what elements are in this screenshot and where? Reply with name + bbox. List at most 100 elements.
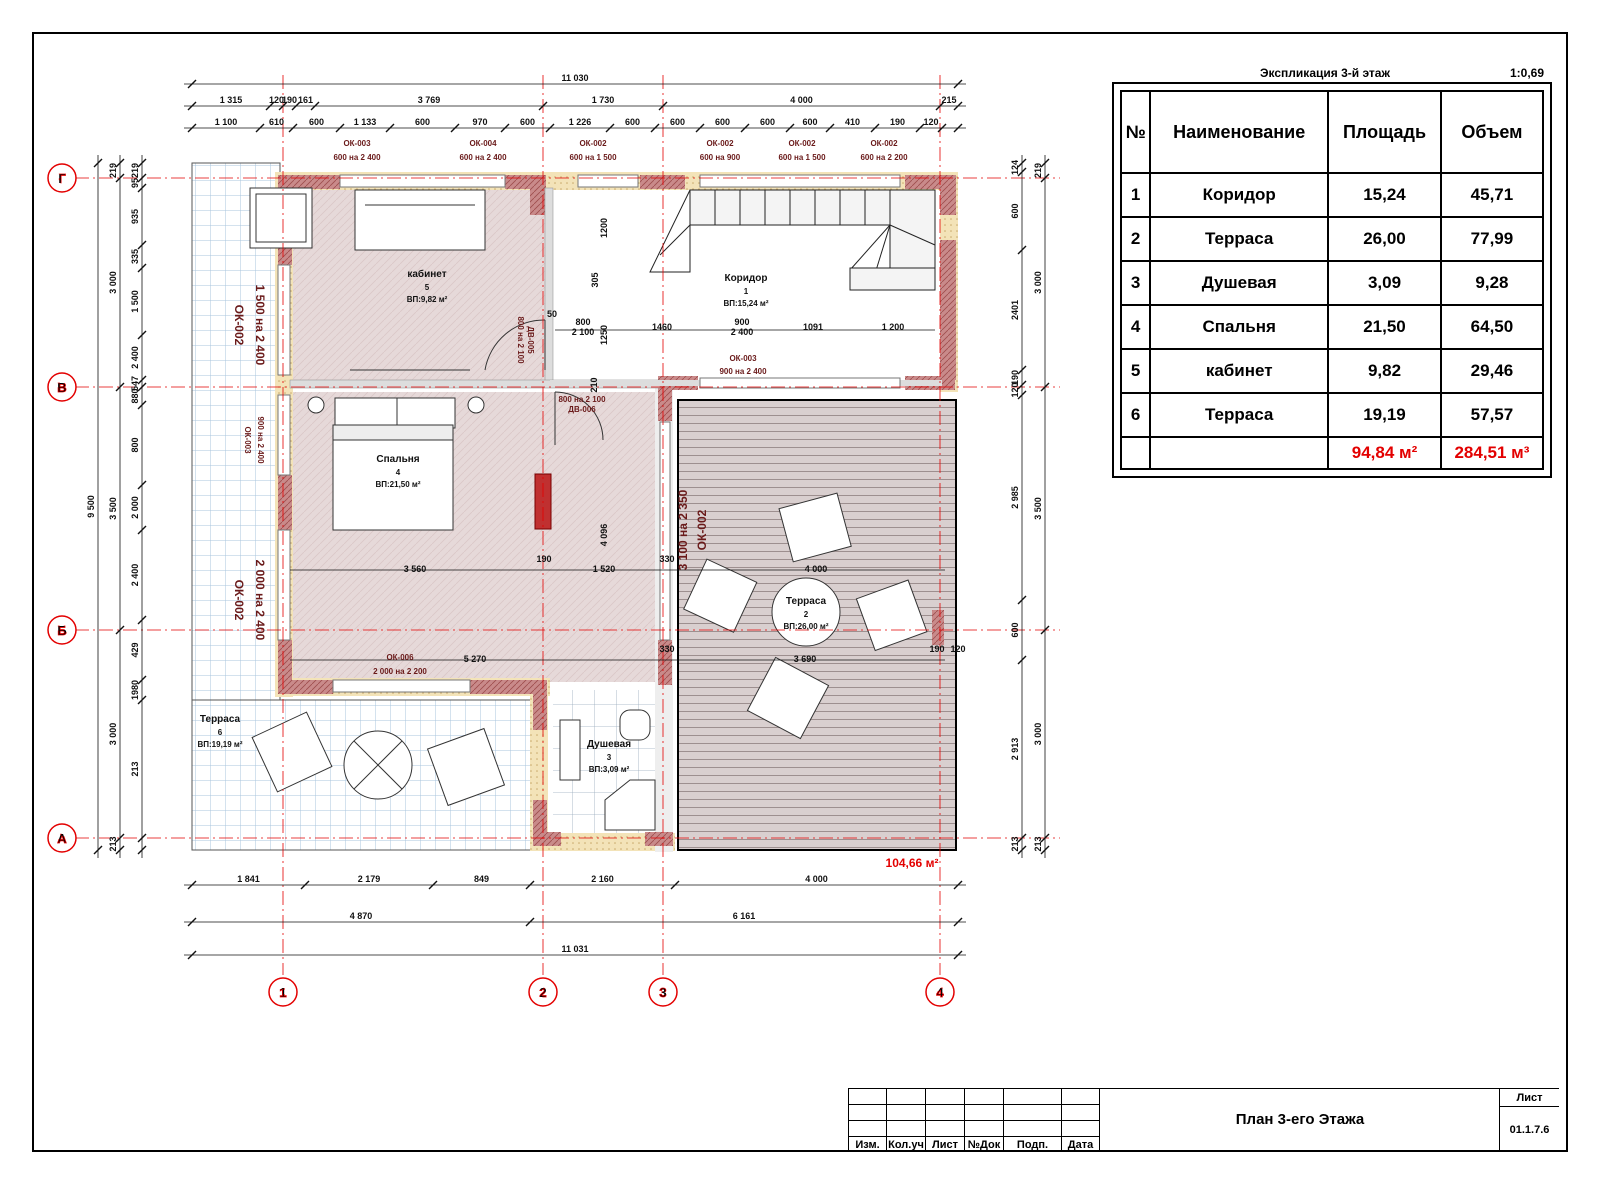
title-block-blank — [848, 1104, 886, 1120]
explication-cell: 77,99 — [1439, 216, 1545, 262]
dim-bottom-row2-label: 6 161 — [733, 911, 756, 921]
explication-cell: 64,50 — [1439, 304, 1545, 350]
axis-label-col: 2 — [539, 985, 546, 1000]
dim-left-col3-tick — [137, 400, 147, 410]
dim-top-overall-tick — [187, 79, 197, 89]
dim-right-col1-label: 120 — [1010, 382, 1020, 397]
explication-cell: 3 — [1119, 260, 1152, 306]
explication-header-cell: Наименование — [1149, 90, 1330, 174]
explication-cell: 15,24 — [1327, 172, 1442, 218]
dim-top-row3-tick — [335, 123, 345, 133]
title-block-blank — [964, 1120, 1003, 1136]
opening-size-top: 600 на 1 500 — [778, 153, 826, 162]
inner-dim-label: 330 — [659, 644, 674, 654]
dim-left-col3-tick — [137, 675, 147, 685]
opening-size-left3: 2 000 на 2 400 — [253, 560, 267, 641]
dim-top-row3-tick — [605, 123, 615, 133]
dim-top-row3-label: 120 — [923, 117, 938, 127]
explication-cell: кабинет — [1149, 348, 1330, 394]
title-block-blank — [886, 1088, 925, 1104]
axis-label-col: 3 — [659, 985, 666, 1000]
room-3-area: ВП:3,09 м² — [589, 765, 630, 774]
inner-dim-label: 1091 — [803, 322, 823, 332]
dim-left-col3-tick — [137, 375, 147, 385]
dim-top-row3-tick — [915, 123, 925, 133]
sheet-code: 01.1.7.6 — [1499, 1106, 1559, 1152]
dim-left-col2-label: 3 500 — [108, 497, 118, 520]
dim-left-col3-label: 2 000 — [130, 496, 140, 519]
door-size-1: 800 на 2 100 — [516, 316, 525, 364]
dim-left-col2-tick — [115, 845, 125, 855]
dim-bottom-row1-label: 4 000 — [805, 874, 828, 884]
inner-dim-label: 4 000 — [805, 564, 828, 574]
dim-left-col3-label: 1 500 — [130, 290, 140, 313]
inner-dim-label: 2 400 — [731, 327, 754, 337]
title-block-blank — [1003, 1120, 1061, 1136]
dim-left-col3-tick — [137, 263, 147, 273]
dim-right-col1-tick — [1017, 390, 1027, 400]
dim-left-col2-tick — [115, 158, 125, 168]
dim-right-col1-tick — [1017, 845, 1027, 855]
dim-bottom-row1-tick — [525, 880, 535, 890]
title-block-blank — [1061, 1088, 1099, 1104]
dim-top-row2-tick — [310, 101, 320, 111]
dim-bottom-row1-label: 849 — [474, 874, 489, 884]
room-1-name: Коридор — [724, 273, 767, 284]
title-block-blank — [925, 1120, 964, 1136]
dim-top-row3-label: 600 — [670, 117, 685, 127]
dim-left-col2-tick — [115, 833, 125, 843]
dim-top-row2-tick — [953, 101, 963, 111]
dim-top-row2-tick — [658, 101, 668, 111]
opening-size-left1: 1 500 на 2 400 — [253, 285, 267, 366]
dim-left-col2-tick — [115, 382, 125, 392]
title-block-blank — [848, 1088, 886, 1104]
dim-top-row2-tick — [278, 101, 288, 111]
inner-dim-label: 800 — [575, 317, 590, 327]
dim-bottom-row2-tick — [953, 917, 963, 927]
dim-top-row3-label: 410 — [845, 117, 860, 127]
dim-left-col3-label: 1980 — [130, 680, 140, 700]
dim-right-col1-tick — [1017, 365, 1027, 375]
dim-top-row3-label: 600 — [520, 117, 535, 127]
dim-left-col3-label: 935 — [130, 209, 140, 224]
opening-size-left2: 900 на 2 400 — [256, 416, 265, 464]
opening-code-bottom: ОК-006 — [386, 653, 414, 662]
title-block-label: Лист — [925, 1136, 964, 1152]
inner-dim-label: 3 690 — [794, 654, 817, 664]
dim-right-col2-label: 219 — [1033, 163, 1043, 178]
dim-top-row3-tick — [695, 123, 705, 133]
inner-dim-label: 2 100 — [572, 327, 595, 337]
explication-cell: 45,71 — [1439, 172, 1545, 218]
explication-cell: 9,82 — [1327, 348, 1442, 394]
dim-bottom-row2-tick — [187, 917, 197, 927]
dim-right-col1-label: 600 — [1010, 622, 1020, 637]
dim-top-row2-tick — [538, 101, 548, 111]
opening-size-corridor: 900 на 2 400 — [719, 367, 767, 376]
dim-bottom-row2-tick — [525, 917, 535, 927]
inner-dim-label: 3 560 — [404, 564, 427, 574]
opening-size-top: 600 на 2 200 — [860, 153, 908, 162]
axis-label-col: 1 — [279, 985, 286, 1000]
axis-label-row: Б — [57, 623, 66, 638]
dim-right-col1-label: 124 — [1010, 160, 1020, 175]
dim-bottom-row1-label: 2 179 — [358, 874, 381, 884]
dim-top-row3-tick — [937, 123, 947, 133]
dim-left-col2-label: 3 000 — [108, 271, 118, 294]
axis-label-col: 4 — [936, 985, 944, 1000]
axis-label-row: В — [57, 380, 66, 395]
room-label-5: кабинет 5 ВП:9,82 м² — [407, 268, 448, 304]
door-swings — [484, 319, 604, 445]
dim-top-row3-label: 1 226 — [569, 117, 592, 127]
dim-top-row2-label: 161 — [298, 95, 313, 105]
opening-size-bottom: 2 000 на 2 200 — [373, 667, 427, 676]
furniture — [251, 189, 928, 831]
room-2-num: 2 — [804, 610, 809, 619]
explication-cell: 9,28 — [1439, 260, 1545, 306]
room-1-num: 1 — [744, 287, 749, 296]
title-block-blank — [886, 1104, 925, 1120]
opening-code-left2: ОК-003 — [243, 426, 252, 454]
